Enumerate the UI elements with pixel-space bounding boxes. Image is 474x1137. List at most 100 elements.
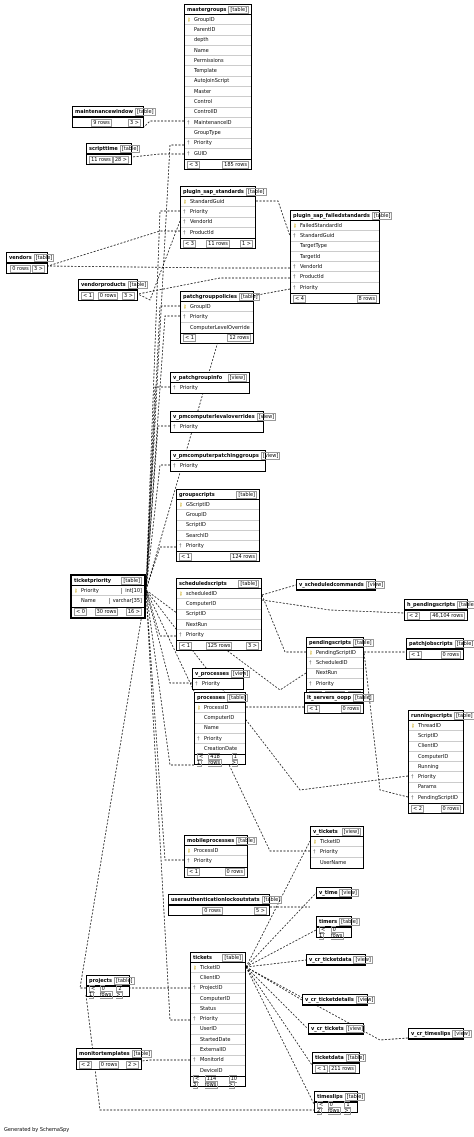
column-row[interactable]: ScriptID [177,610,261,620]
table-header[interactable]: groupscripts[table] [177,490,259,500]
table-header[interactable]: vendors[table] [7,253,55,263]
parents-count[interactable]: < 1 [315,1064,328,1073]
parents-count[interactable]: < 1 [197,752,208,767]
table-name[interactable]: v_cr_tickets [311,1025,344,1032]
column-row[interactable]: ⚷GScriptID [177,500,259,511]
column-row[interactable]: Name [195,724,245,734]
column-row[interactable]: ⚷PendingScriptID [307,648,363,659]
column-row[interactable]: †MonitorId [191,1056,245,1066]
table-h-pendingscripts[interactable]: h_pendingscripts[table]< 246,104 rows [404,599,474,621]
table-name[interactable]: plugin_sap_failedstandards [293,212,370,219]
column-row[interactable]: ⚷StandardGuid [181,197,255,208]
column-row[interactable]: ParentID [185,25,251,36]
children-count[interactable]: 0 rows [224,868,245,877]
column-row[interactable]: †Priority [185,856,247,866]
column-row[interactable]: †Priority [171,383,249,393]
column-row[interactable]: †ProductId [181,228,255,238]
column-row[interactable]: CreationDate [195,744,245,754]
table-name[interactable]: runningscripts [411,712,453,719]
table-v-scheduledcommands[interactable]: v_scheduledcommands[view] [296,579,386,591]
column-row[interactable]: †Priority [191,1014,245,1025]
column-row[interactable]: †VendorId [291,262,379,273]
table-pendingscripts[interactable]: pendingscripts[table]⚷PendingScriptID†Sc… [306,637,374,701]
column-row[interactable]: Params [409,783,463,794]
table-header[interactable]: v_cr_ticketdata[view] [307,955,373,965]
column-row[interactable]: UserName [311,858,363,868]
column-row[interactable]: Template [185,66,251,77]
table-name[interactable]: processes [197,694,226,701]
children-count[interactable]: 185 rows [222,160,249,169]
table-name[interactable]: mobileprocesses [187,837,235,844]
table-name[interactable]: v_patchgroupinfo [173,374,223,381]
table-name[interactable]: vendors [9,254,32,261]
table-name[interactable]: h_pendingscripts [407,601,456,608]
table-name[interactable]: v_cr_ticketdetails [305,996,354,1003]
table-header[interactable]: v_tickets[view] [311,827,363,837]
children-count[interactable]: 3 > [32,264,45,273]
table-name[interactable]: timeslips [317,1093,343,1100]
parents-count[interactable]: < 1 [409,650,422,659]
column-row[interactable]: ComputerID [191,994,245,1005]
parents-count[interactable]: < 1 [183,334,196,343]
table-name[interactable]: vendorproducts [81,281,126,288]
parents-count[interactable]: < 2 [317,1100,328,1115]
table-name[interactable]: patchgrouppolicies [183,293,237,300]
table-name[interactable]: v_processes [195,670,229,677]
table-v-cr-ticketdetails[interactable]: v_cr_ticketdetails[view] [302,994,376,1006]
column-row[interactable]: depth [185,36,251,46]
children-count[interactable]: 0 rows [340,704,361,713]
table-header[interactable]: processes[table] [195,693,248,703]
table-header[interactable]: scripttime[table] [87,144,141,154]
parents-count[interactable]: < 1 [89,984,100,999]
table-name[interactable]: v_scheduledcommands [299,581,364,588]
column-row[interactable]: †Priority [307,679,363,689]
table-userauthenticationlockoutstats[interactable]: userauthenticationlockoutstats[table]0 r… [168,894,283,916]
column-row[interactable]: Name [185,46,251,57]
table-name[interactable]: userauthenticationlockoutstats [171,896,260,903]
column-row[interactable]: Status [191,1004,245,1015]
column-row[interactable]: TargetId [291,252,379,263]
table-name[interactable]: pendingscripts [309,639,352,646]
column-row[interactable]: †Priority [311,847,363,858]
column-row[interactable]: ClientID [191,973,245,984]
children-count[interactable]: 3 > [122,291,135,300]
column-row[interactable]: †Priority [195,734,245,745]
table-header[interactable]: timeslips[table] [315,1092,366,1102]
table-header[interactable]: lt_servers_oopp[table] [305,693,374,703]
column-row[interactable]: GroupType [185,128,251,139]
column-row[interactable]: †Priority [291,283,379,293]
column-row[interactable]: ScriptID [409,731,463,742]
column-row[interactable]: ComputerID [195,713,245,724]
column-row[interactable]: †Priority [185,139,251,149]
table-name[interactable]: scheduledscripts [179,580,227,587]
parents-count[interactable]: < 2 [79,1060,92,1069]
children-count[interactable]: 0 rows [440,650,461,659]
table-name[interactable]: v_pmcomputerpatchinggroups [173,452,259,459]
table-name[interactable]: maintenancewindow [75,108,134,115]
table-v-pmcomputerlevaloverrides[interactable]: v_pmcomputerlevaloverrides[view]†Priorit… [170,411,277,434]
table-v-cr-timeslips[interactable]: v_cr_timeslips[view] [408,1028,472,1040]
parents-count[interactable]: < 1 [81,291,94,300]
table-name[interactable]: patchjobscripts [409,640,453,647]
table-name[interactable]: plugin_sap_standards [183,188,244,195]
table-v-cr-ticketdata[interactable]: v_cr_ticketdata[view] [306,954,373,966]
children-count[interactable]: 124 rows [230,552,257,561]
table-name[interactable]: tickets [193,954,213,961]
column-row[interactable]: ⚷GroupID [185,15,251,26]
table-mobileprocesses[interactable]: mobileprocesses[table]⚷ProcessID†Priorit… [184,835,257,878]
table-header[interactable]: userauthenticationlockoutstats[table] [169,895,283,905]
table-name[interactable]: timers [319,918,338,925]
column-row[interactable]: ComputerLevelOverride [181,323,253,333]
column-row[interactable]: †Priority [193,679,243,689]
column-row[interactable]: †ScheduledID [307,658,363,669]
table-name[interactable]: ticketpriority [74,577,112,584]
column-row[interactable]: AutoJoinScript [185,77,251,88]
